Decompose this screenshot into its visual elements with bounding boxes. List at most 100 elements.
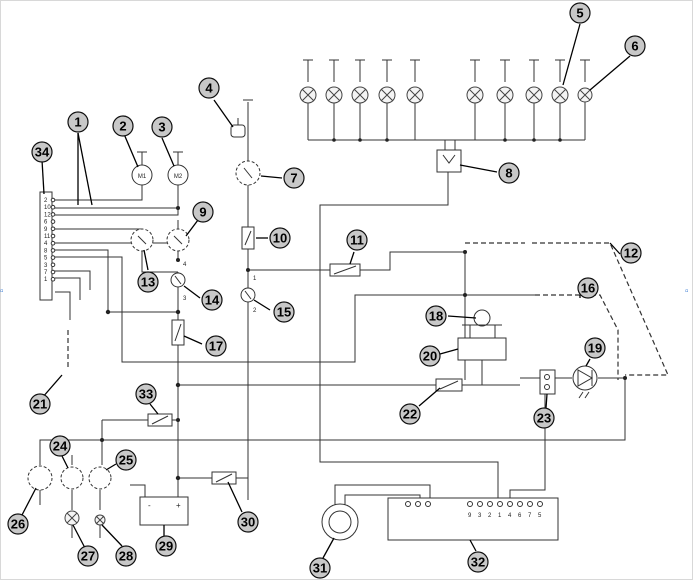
switch-15-terminal-1: 1: [253, 276, 257, 282]
callout-4-circle: [198, 77, 220, 99]
resistor-17: [171, 319, 185, 346]
led-19: [572, 365, 598, 399]
callout-22-label: 22: [403, 407, 417, 422]
connector-34-pin-dot: [50, 240, 56, 246]
connector-32-pin-5: 5: [538, 513, 542, 519]
motor-m1: M1: [131, 151, 153, 186]
callout-14-circle: [201, 289, 223, 311]
callout-2-label: 2: [119, 119, 126, 134]
callout-1-label: 1: [74, 115, 81, 130]
callout-11-label: 11: [350, 233, 364, 248]
callout-27-label: 27: [81, 549, 95, 564]
relay-8: [436, 149, 462, 173]
switch-14-terminal-3: 3: [183, 296, 187, 302]
callout-24: 24: [49, 435, 71, 457]
resistor-10: [241, 226, 255, 250]
callout-10-circle: [269, 227, 291, 249]
connector-32-pin-9: 9: [468, 513, 472, 519]
junction-dots: [100, 138, 627, 481]
callout-18: 18: [425, 305, 447, 327]
callout-16: 16: [577, 277, 599, 299]
callout-9-label: 9: [199, 205, 206, 220]
callout-27: 27: [77, 545, 99, 567]
callout-24-circle: [49, 435, 71, 457]
switch-9: [166, 228, 190, 252]
lamp-row: [299, 59, 593, 104]
connector-34-pin-dot: [50, 226, 56, 232]
resistor-22: [435, 378, 463, 392]
callout-20: 20: [419, 345, 441, 367]
callout-25-label: 25: [119, 453, 133, 468]
connector-32-pin-4: 4: [508, 513, 512, 519]
callout-28-circle: [115, 545, 137, 567]
connector-34-pin-dot: [50, 262, 56, 268]
callout-11: 11: [346, 229, 368, 251]
callout-22-circle: [399, 403, 421, 425]
connector-34-pin-8: 8: [44, 248, 48, 254]
connector-32-pin-7: 7: [528, 513, 532, 519]
motor-m2: M2: [167, 151, 189, 186]
callout-32-circle: [467, 551, 489, 573]
connector-32-pin-6: 6: [518, 513, 522, 519]
callout-31-label: 31: [313, 561, 327, 576]
callout-32: 32: [467, 551, 489, 573]
callout-28: 28: [115, 545, 137, 567]
callout-25: 25: [115, 449, 137, 471]
connector-34-pin-3: 3: [44, 263, 48, 269]
callout-23: 23: [533, 407, 555, 429]
connector-34-pin-11: 11: [44, 234, 51, 240]
callout-15: 15: [273, 301, 295, 323]
switch-13: [130, 228, 154, 252]
callout-29: 29: [155, 535, 177, 557]
switch-14-terminal-4: 4: [183, 262, 187, 268]
component-18: [462, 309, 502, 327]
callout-8-circle: [498, 162, 520, 184]
resistor-33: [147, 413, 173, 427]
callout-33: 33: [135, 383, 157, 405]
callout-3: 3: [151, 116, 173, 138]
callout-19-label: 19: [588, 341, 602, 356]
lamp-28: [94, 514, 106, 538]
callout-15-circle: [273, 301, 295, 323]
connector-34: [39, 191, 53, 301]
connector-34-pin-dot: [50, 276, 56, 282]
resistor-30: [211, 471, 237, 485]
callout-34-label: 34: [35, 145, 50, 160]
callout-13: 13: [137, 271, 159, 293]
callout-3-circle: [151, 116, 173, 138]
callout-15-label: 15: [277, 305, 291, 320]
callout-26-circle: [7, 513, 29, 535]
callout-23-label: 23: [537, 411, 551, 426]
switch-24: [60, 466, 84, 490]
connector-32-pin-2: 2: [488, 513, 492, 519]
horn-4: [230, 99, 253, 140]
connector-32-pin-1: 1: [498, 513, 502, 519]
switch-25: [88, 466, 112, 490]
connector-34-pin-9: 9: [44, 227, 48, 233]
callout-21-circle: [29, 393, 51, 415]
connector-32: [387, 497, 559, 541]
callout-21-label: 21: [33, 397, 47, 412]
callout-12: 12: [620, 242, 642, 264]
connector-34-pin-dot: [50, 197, 56, 203]
battery-negative: -: [148, 501, 151, 510]
callout-27-circle: [77, 545, 99, 567]
connector-34-pin-2: 2: [44, 198, 48, 204]
callout-13-label: 13: [141, 275, 155, 290]
callout-4-label: 4: [205, 81, 213, 96]
connector-34-pin-dot: [50, 212, 56, 217]
connector-34-pin-5: 5: [44, 256, 48, 262]
callout-1-circle: [67, 111, 89, 133]
connector-34-pin-dot: [50, 219, 56, 224]
callout-17-label: 17: [209, 339, 223, 354]
callout-16-label: 16: [581, 281, 595, 296]
connector-34-pin-12: 12: [44, 212, 51, 218]
callout-34: 34: [31, 141, 53, 163]
right-edge-marker: ▫: [685, 286, 689, 297]
callout-leaders: [21, 23, 631, 559]
connector-34-pin-dot: [50, 255, 56, 260]
switch-15-terminal-2: 2: [253, 308, 257, 314]
